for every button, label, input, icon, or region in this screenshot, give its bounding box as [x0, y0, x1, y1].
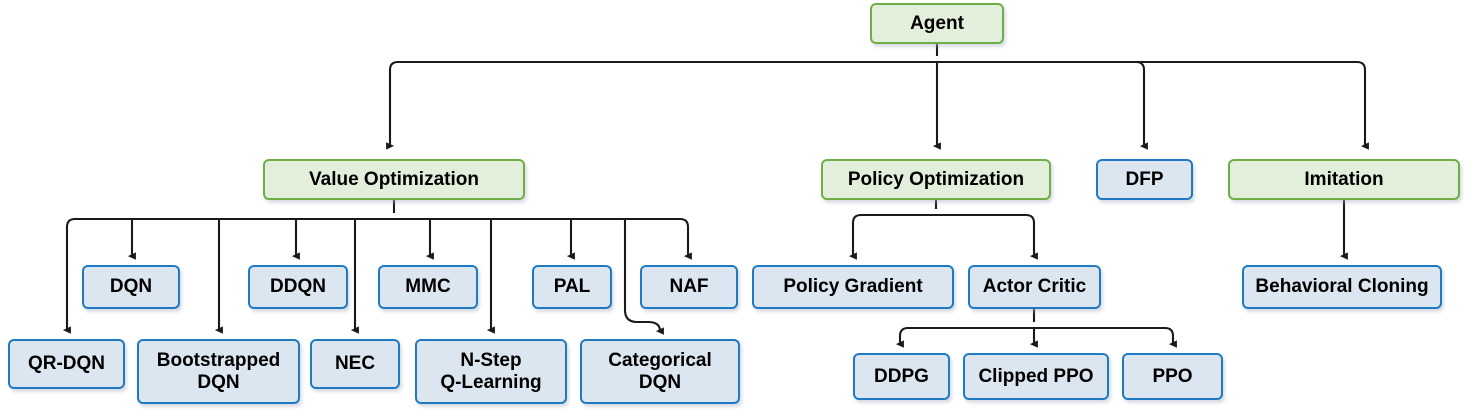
node-ppo[interactable]: PPO — [1122, 353, 1223, 400]
node-ddqn[interactable]: DDQN — [248, 265, 348, 309]
edge-agent-to-dfp — [1135, 60, 1148, 150]
edge-policy-optimization-to-policy-gradient — [848, 213, 862, 260]
node-ddpg[interactable]: DDPG — [853, 353, 950, 400]
node-mmc[interactable]: MMC — [378, 265, 478, 309]
node-actor_critic[interactable]: Actor Critic — [968, 265, 1101, 309]
node-bootstrapped_dqn[interactable]: Bootstrapped DQN — [137, 339, 300, 404]
edge-actor-critic-to-ddpg — [895, 326, 909, 348]
node-behavioral[interactable]: Behavioral Cloning — [1242, 265, 1442, 309]
edge-policy-optimization-to-actor-critic — [1025, 213, 1038, 260]
node-qr_dqn[interactable]: QR-DQN — [8, 339, 125, 389]
node-value_opt[interactable]: Value Optimization — [263, 159, 525, 200]
node-agent[interactable]: Agent — [870, 3, 1004, 44]
edge-agent-to-imitation — [1356, 60, 1369, 150]
node-imitation[interactable]: Imitation — [1228, 159, 1460, 200]
edge-actor-critic-to-ppo — [1164, 326, 1177, 348]
node-dqn[interactable]: DQN — [82, 265, 180, 309]
edge-value-optimization-to-naf — [679, 217, 692, 260]
node-nstep_q[interactable]: N-Step Q-Learning — [415, 339, 567, 404]
node-nec[interactable]: NEC — [310, 339, 400, 389]
node-dfp[interactable]: DFP — [1096, 159, 1193, 200]
edge-agent-to-value-optimization — [386, 60, 399, 150]
node-categorical_dqn[interactable]: Categorical DQN — [580, 339, 740, 404]
node-clipped_ppo[interactable]: Clipped PPO — [963, 353, 1109, 400]
edge-group-actor-critic — [895, 309, 1177, 348]
node-pal[interactable]: PAL — [532, 265, 612, 309]
edge-group-policy-optimization — [848, 200, 1038, 260]
node-naf[interactable]: NAF — [640, 265, 738, 309]
edge-group-agent — [386, 44, 1369, 150]
edge-value-optimization-to-qr-dqn — [62, 217, 76, 334]
node-policy_opt[interactable]: Policy Optimization — [821, 159, 1051, 200]
node-policy_gradient[interactable]: Policy Gradient — [752, 265, 954, 309]
